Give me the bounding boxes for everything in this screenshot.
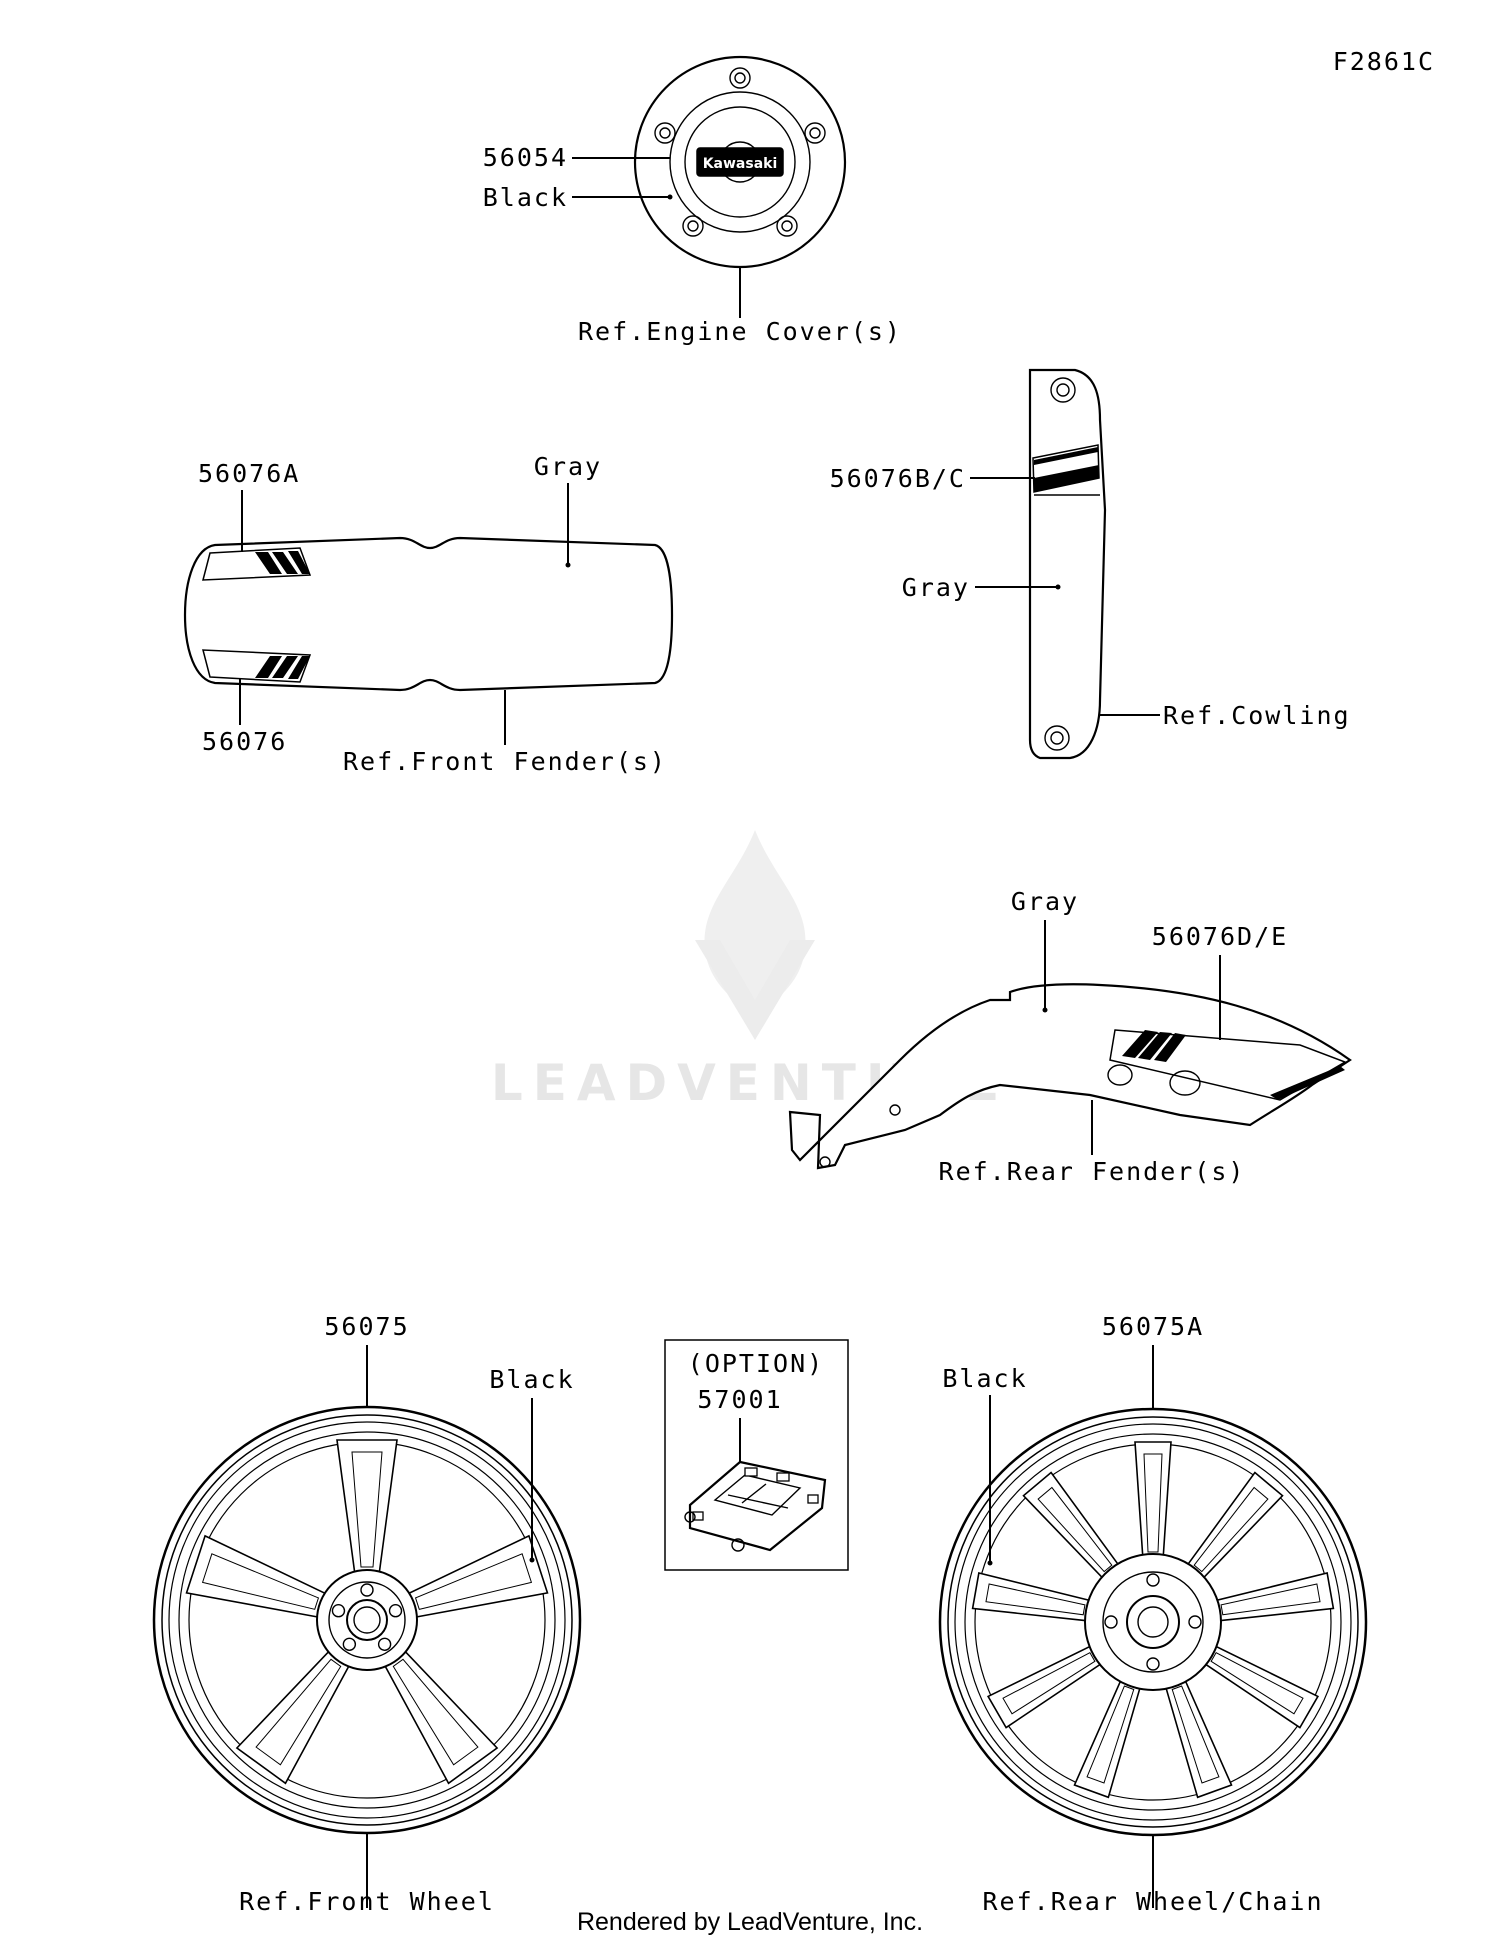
rear-wheel-part: [938, 1407, 1368, 1837]
label-rear-wheel-color: Black: [942, 1364, 1027, 1393]
label-56076A: 56076A: [198, 459, 300, 488]
label-engine-color: Black: [483, 183, 568, 212]
spoke-groove: [1086, 1685, 1135, 1784]
spoke-groove: [1002, 1652, 1096, 1715]
cowling-part: [1028, 368, 1107, 760]
label-rear-fender-color: Gray: [1011, 887, 1079, 916]
hub-bolt: [1146, 1573, 1160, 1587]
label-engine-ref: Ref.Engine Cover(s): [578, 317, 902, 346]
spoke-groove: [255, 1658, 342, 1766]
front-fender-part: [183, 536, 674, 692]
kawasaki-logo-text: Kawasaki: [703, 156, 778, 172]
spoke-groove: [1143, 1453, 1163, 1553]
label-rear-wheel-ref: Ref.Rear Wheel/Chain: [982, 1887, 1323, 1916]
footer-text: Rendered by LeadVenture, Inc.: [577, 1908, 923, 1936]
label-56075: 56075: [324, 1312, 409, 1341]
front-wheel-bolts: [331, 1583, 403, 1651]
engine-cover-part: Kawasaki: [633, 55, 847, 269]
label-56054: 56054: [483, 143, 568, 172]
spoke-groove: [1210, 1652, 1304, 1715]
spoke-groove: [201, 1553, 320, 1610]
engine-cover-bolts: [654, 67, 826, 237]
spoke-groove: [392, 1658, 479, 1766]
label-front-fender-color: Gray: [534, 452, 602, 481]
hub-bolt: [1188, 1615, 1202, 1629]
spoke-groove: [1220, 1583, 1321, 1616]
hub-bolt: [342, 1637, 357, 1651]
label-front-wheel-color: Black: [489, 1365, 574, 1394]
spoke-groove: [985, 1583, 1086, 1616]
rear-wheel-bolts: [1104, 1573, 1202, 1671]
label-cowling-color: Gray: [902, 573, 970, 602]
hub-bolt: [1104, 1615, 1118, 1629]
label-56076BC: 56076B/C: [830, 464, 966, 493]
front-wheel-part: [152, 1405, 582, 1835]
spoke-groove: [1193, 1486, 1269, 1573]
hub-bolt: [377, 1637, 392, 1651]
front-wheel-spokes: [185, 1439, 549, 1785]
label-front-wheel-ref: Ref.Front Wheel: [239, 1887, 495, 1916]
spoke-groove: [1037, 1486, 1113, 1573]
hub-bolt: [388, 1604, 403, 1618]
hub-bolt: [360, 1583, 374, 1597]
rear-fender-part: [788, 983, 1352, 1170]
hub-bolt: [331, 1604, 346, 1618]
label-56076: 56076: [202, 727, 287, 756]
option-part-57001: [684, 1460, 827, 1552]
label-56075A: 56075A: [1102, 1312, 1204, 1341]
spoke-groove: [1171, 1685, 1220, 1784]
diagram-id: F2861C: [1333, 47, 1435, 76]
spoke-groove: [414, 1553, 533, 1610]
label-56076DE: 56076D/E: [1152, 922, 1288, 951]
option-title: (OPTION): [688, 1349, 824, 1378]
hub-bolt: [1146, 1657, 1160, 1671]
kawasaki-logo-plate: [696, 147, 784, 177]
spoke-groove: [351, 1451, 383, 1568]
label-front-fender-ref: Ref.Front Fender(s): [343, 747, 667, 776]
option-box: (OPTION) 57001: [664, 1339, 849, 1571]
label-rear-fender-ref: Ref.Rear Fender(s): [939, 1157, 1246, 1186]
label-57001: 57001: [697, 1385, 782, 1414]
label-cowling-ref: Ref.Cowling: [1163, 701, 1351, 730]
